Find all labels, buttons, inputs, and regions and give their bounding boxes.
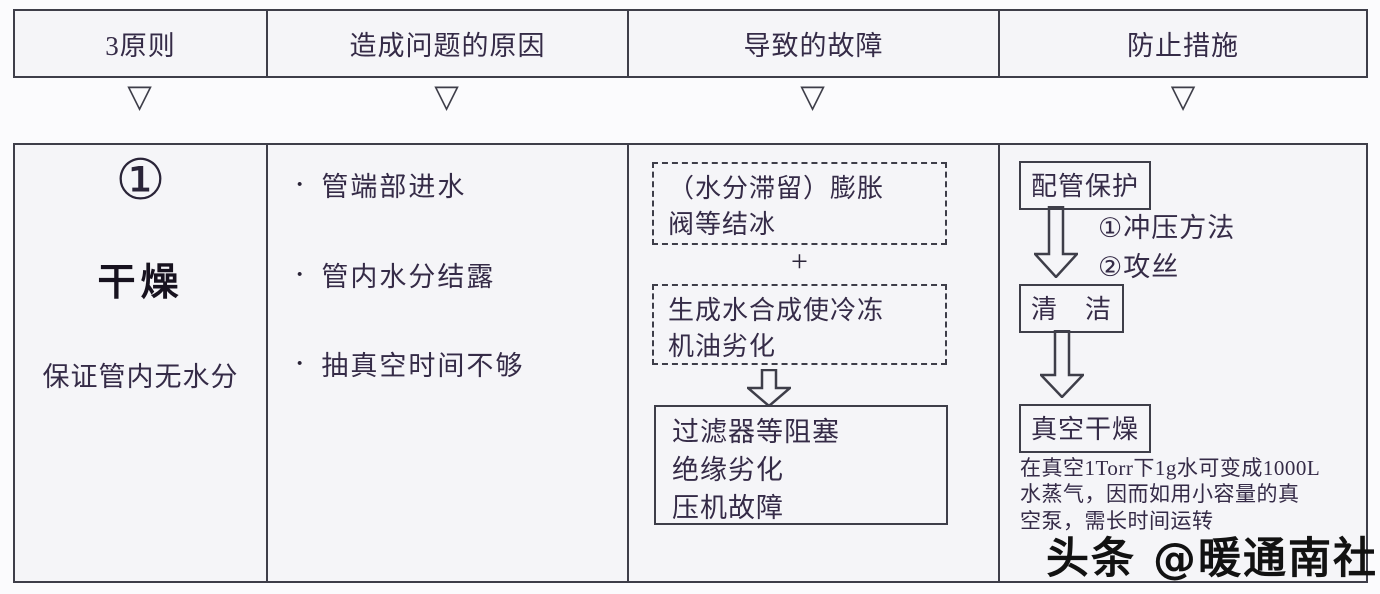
circled-number: ①: [115, 148, 166, 213]
measures-column: 配管保护 ①冲压方法 ②攻丝 清 洁 真空干燥 在真空1Torr下1g水可变成1…: [1000, 145, 1366, 581]
protection-methods-list: ①冲压方法 ②攻丝: [1098, 213, 1236, 283]
failure-result-box: 过滤器等阻塞 绝缘劣化 压机故障: [654, 405, 948, 525]
down-triangle-icon: ▽: [1170, 77, 1196, 115]
down-arrow-icon: [1040, 330, 1084, 398]
header-cell-measures: 防止措施: [1127, 31, 1239, 61]
down-arrow-icon: [747, 369, 791, 407]
main-table: ① 干燥 保证管内无水分 · 管端部进水 · 管内水分结露 · 抽真空时间不够 …: [13, 143, 1368, 583]
bullet-icon: ·: [294, 165, 308, 203]
down-triangle-icon: ▽: [127, 77, 152, 115]
pipe-protection-box: 配管保护: [1019, 161, 1152, 210]
bullet-icon: ·: [294, 344, 308, 382]
bullet-icon: ·: [294, 255, 308, 293]
cleaning-box: 清 洁: [1019, 284, 1125, 333]
vacuum-drying-box: 真空干燥: [1019, 404, 1152, 453]
vacuum-note: 在真空1Torr下1g水可变成1000L 水蒸气，因而如用小容量的真 空泵，需长…: [1020, 456, 1321, 533]
header-cell-principles: 3原则: [15, 11, 268, 76]
failure-oil-degradation-box: 生成水合成使冷冻 机油劣化: [652, 284, 947, 365]
watermark: 头条 @暖通南社: [1046, 534, 1378, 584]
cause-label: 管内水分结露: [321, 262, 496, 292]
cause-item: · 管端部进水: [294, 165, 466, 204]
down-triangle-icon: ▽: [800, 77, 825, 115]
principle-description: 保证管内无水分: [42, 362, 239, 392]
principle-column: ① 干燥 保证管内无水分: [15, 145, 268, 581]
header-cell-causes: 造成问题的原因: [268, 11, 629, 76]
down-triangle-icon: ▽: [434, 77, 459, 115]
header-cell-failures: 导致的故障: [629, 11, 1000, 76]
failure-expansion-valve-box: （水分滞留）膨胀 阀等结冰: [652, 162, 947, 245]
failures-column: （水分滞留）膨胀 阀等结冰 + 生成水合成使冷冻 机油劣化 过滤器等阻塞 绝缘劣…: [629, 145, 1000, 581]
header-row: 3原则 造成问题的原因 导致的故障 防止措施: [13, 9, 1368, 78]
down-arrow-icon: [1034, 206, 1078, 278]
plus-sign: +: [791, 245, 808, 278]
cause-item: · 抽真空时间不够: [294, 344, 524, 383]
principle-title: 干燥: [97, 262, 184, 304]
cause-item: · 管内水分结露: [294, 255, 495, 294]
causes-column: · 管端部进水 · 管内水分结露 · 抽真空时间不够: [268, 145, 629, 581]
triangle-row: ▽ ▽ ▽ ▽: [13, 80, 1368, 122]
cause-label: 管端部进水: [321, 172, 467, 202]
cause-label: 抽真空时间不够: [321, 351, 525, 381]
